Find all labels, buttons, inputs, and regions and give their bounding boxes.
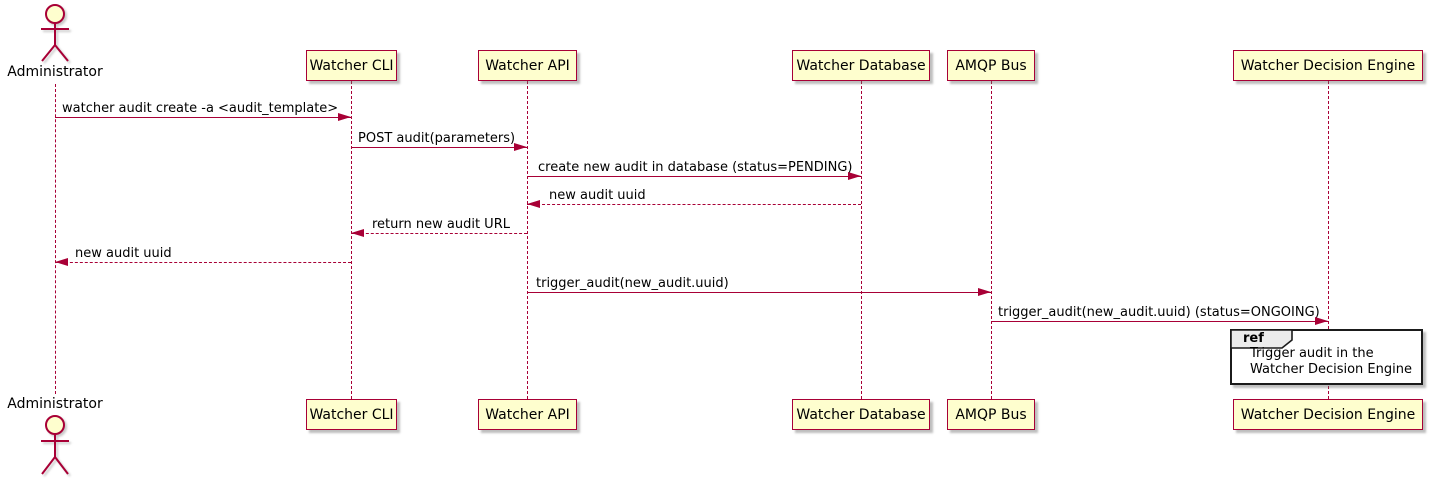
participant-amqp-bus-bottom: AMQP Bus — [947, 399, 1035, 430]
arrowhead-right-icon — [1315, 317, 1328, 325]
message-5-label: return new audit URL — [372, 217, 510, 232]
participant-amqp-bus-top: AMQP Bus — [947, 50, 1035, 81]
message-3-line — [527, 176, 861, 177]
participant-watcher-database-bottom: Watcher Database — [792, 399, 930, 430]
lifeline-administrator — [55, 84, 56, 394]
arrowhead-right-icon — [848, 172, 861, 180]
ref-keyword: ref — [1243, 331, 1264, 346]
message-1-line — [55, 117, 351, 118]
ref-text: Trigger audit in the Watcher Decision En… — [1250, 346, 1412, 377]
message-2-line — [351, 147, 527, 148]
arrowhead-right-icon — [514, 143, 527, 151]
ref-tab-icon — [1230, 329, 1296, 354]
participant-watcher-decision-engine-top: Watcher Decision Engine — [1233, 50, 1423, 81]
message-5-line — [351, 233, 527, 234]
message-7-line — [527, 292, 991, 293]
message-8-line — [991, 321, 1328, 322]
ref-text-line-2: Watcher Decision Engine — [1250, 361, 1412, 377]
participant-watcher-database-top: Watcher Database — [792, 50, 930, 81]
ref-text-line-1: Trigger audit in the — [1250, 346, 1374, 361]
arrowhead-right-icon — [978, 288, 991, 296]
message-4-label: new audit uuid — [549, 188, 646, 203]
participant-watcher-api-bottom: Watcher API — [478, 399, 577, 430]
participant-watcher-cli-top: Watcher CLI — [306, 50, 397, 81]
lifeline-watcher-cli — [351, 81, 352, 399]
ref-fragment: ref Trigger audit in the Watcher Decisio… — [1230, 329, 1423, 385]
participant-watcher-decision-engine-bottom: Watcher Decision Engine — [1233, 399, 1423, 430]
actor-icon-bottom — [25, 413, 85, 483]
message-7-label: trigger_audit(new_audit.uuid) — [536, 276, 729, 291]
participant-watcher-cli-bottom: Watcher CLI — [306, 399, 397, 430]
actor-label-top: Administrator — [7, 64, 103, 80]
actor-icon — [25, 3, 85, 69]
actor-label-bottom: Administrator — [7, 396, 103, 412]
lifeline-watcher-api — [527, 81, 528, 399]
arrowhead-left-icon — [351, 229, 364, 237]
lifeline-watcher-decision-engine — [1328, 81, 1329, 399]
message-2-label: POST audit(parameters) — [358, 131, 516, 146]
message-8-label: trigger_audit(new_audit.uuid) (status=ON… — [998, 305, 1320, 320]
arrowhead-left-icon — [527, 200, 540, 208]
message-4-line — [527, 204, 861, 205]
participant-watcher-api-top: Watcher API — [478, 50, 577, 81]
lifeline-amqp-bus — [991, 81, 992, 399]
message-6-line — [55, 262, 351, 263]
message-1-label: watcher audit create -a <audit_template> — [62, 101, 339, 116]
message-6-label: new audit uuid — [75, 246, 172, 261]
message-3-label: create new audit in database (status=PEN… — [538, 160, 853, 175]
lifeline-watcher-database — [861, 81, 862, 399]
arrowhead-right-icon — [338, 113, 351, 121]
arrowhead-left-icon — [55, 258, 68, 266]
